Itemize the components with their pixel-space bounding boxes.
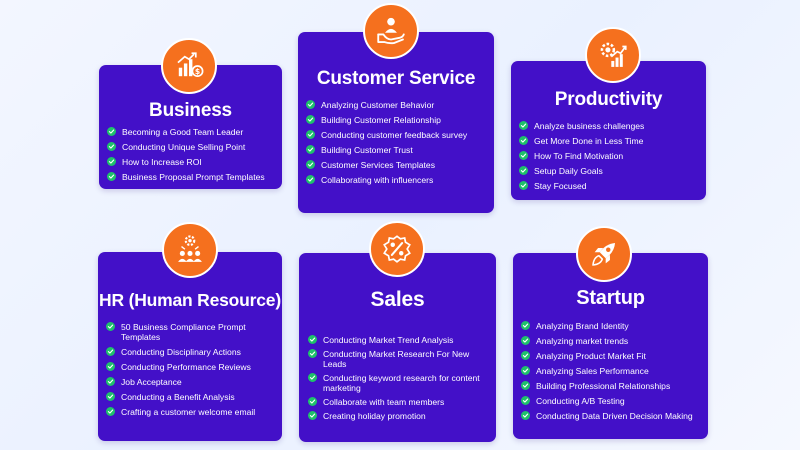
check-icon [306,175,315,184]
list-item: Conducting A/B Testing [521,396,707,406]
list-item: Creating holiday promotion [308,411,491,421]
list-item: Conducting Unique Selling Point [107,142,279,152]
gear-chart-icon [585,27,641,83]
check-icon [521,336,530,345]
check-icon [308,349,317,358]
list-item: Business Proposal Prompt Templates [107,172,279,182]
list-item: Building Customer Trust [306,145,492,155]
card-sales: Sales Conducting Market Trend Analysis C… [299,253,496,442]
card-startup: Startup Analyzing Brand Identity Analyzi… [513,253,708,439]
item-list: Becoming a Good Team Leader Conducting U… [107,127,279,187]
list-item: Conducting Market Research For New Leads [308,349,491,369]
rocket-icon [576,226,632,282]
check-icon [306,145,315,154]
check-icon [521,381,530,390]
check-icon [306,160,315,169]
check-icon [107,142,116,151]
growth-chart-dollar-icon: $ [161,38,217,94]
check-icon [308,397,317,406]
card-title: Business [149,100,232,121]
check-icon [308,335,317,344]
check-icon [106,347,115,356]
check-icon [107,127,116,136]
check-icon [521,351,530,360]
list-item: Analyzing Sales Performance [521,366,707,376]
item-list: Analyzing Customer Behavior Building Cus… [306,100,492,190]
card-title: Customer Service [316,68,476,89]
check-icon [519,136,528,145]
list-item: Conducting customer feedback survey [306,130,492,140]
list-item: Crafting a customer welcome email [106,407,278,417]
check-icon [106,392,115,401]
list-item: Becoming a Good Team Leader [107,127,279,137]
check-icon [519,121,528,130]
item-list: Conducting Market Trend Analysis Conduct… [308,335,491,425]
list-item: Conducting keyword research for content … [308,373,491,393]
list-item: 50 Business Compliance Prompt Templates [106,322,278,342]
list-item: Analyzing Product Market Fit [521,351,707,361]
svg-text:$: $ [195,67,200,76]
check-icon [306,100,315,109]
check-icon [306,115,315,124]
item-list: 50 Business Compliance Prompt Templates … [106,322,278,422]
check-icon [521,366,530,375]
list-item: Analyzing market trends [521,336,707,346]
list-item: Stay Focused [519,181,704,191]
list-item: Analyze business challenges [519,121,704,131]
card-customer-service: Customer Service Analyzing Customer Beha… [298,32,494,213]
check-icon [519,151,528,160]
check-icon [306,130,315,139]
list-item: Building Professional Relationships [521,381,707,391]
check-icon [106,362,115,371]
list-item: Collaborating with influencers [306,175,492,185]
check-icon [106,407,115,416]
check-icon [107,157,116,166]
percent-tag-icon [369,221,425,277]
list-item: Customer Services Templates [306,160,492,170]
item-list: Analyze business challenges Get More Don… [519,121,704,196]
check-icon [106,377,115,386]
check-icon [106,322,115,331]
item-list: Analyzing Brand Identity Analyzing marke… [521,321,707,426]
card-title: HR (Human Resource) [99,290,281,310]
list-item: Conducting Market Trend Analysis [308,335,491,345]
card-hr: HR (Human Resource) 50 Business Complian… [98,252,282,441]
list-item: Building Customer Relationship [306,115,492,125]
check-icon [107,172,116,181]
list-item: Analyzing Brand Identity [521,321,707,331]
card-title: Productivity [554,89,663,110]
list-item: Conducting Performance Reviews [106,362,278,372]
list-item: Collaborate with team members [308,397,491,407]
card-title: Startup [576,287,645,309]
list-item: Conducting a Benefit Analysis [106,392,278,402]
list-item: Get More Done in Less Time [519,136,704,146]
list-item: Job Acceptance [106,377,278,387]
check-icon [521,321,530,330]
hand-person-care-icon [363,3,419,59]
team-gear-icon [162,222,218,278]
check-icon [519,181,528,190]
card-productivity: Productivity Analyze business challenges… [511,61,706,200]
check-icon [519,166,528,175]
list-item: How to Increase ROI [107,157,279,167]
check-icon [308,411,317,420]
list-item: Conducting Data Driven Decision Making [521,411,707,421]
list-item: Setup Daily Goals [519,166,704,176]
list-item: How To Find Motivation [519,151,704,161]
list-item: Analyzing Customer Behavior [306,100,492,110]
check-icon [521,396,530,405]
check-icon [521,411,530,420]
card-title: Sales [370,288,425,311]
list-item: Conducting Disciplinary Actions [106,347,278,357]
check-icon [308,373,317,382]
